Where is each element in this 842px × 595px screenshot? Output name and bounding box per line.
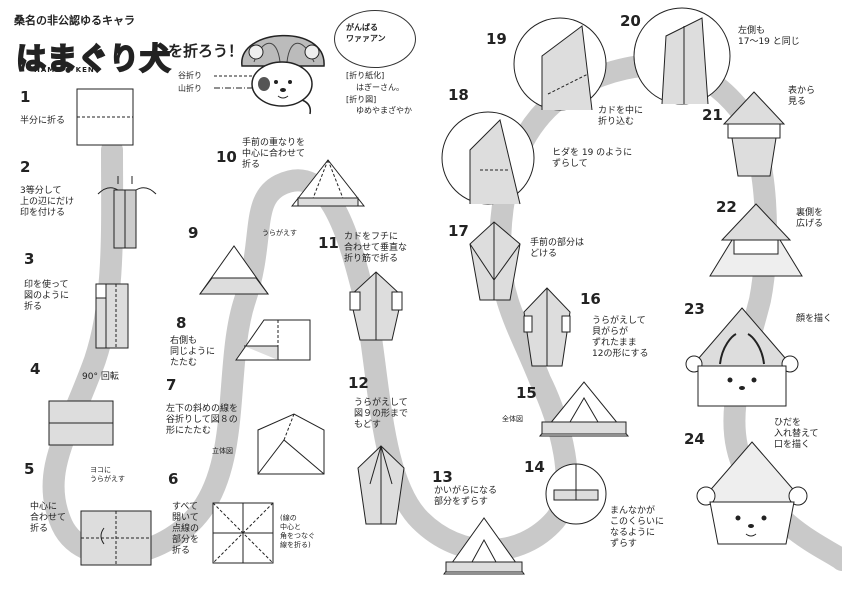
step-7-number: 7 <box>166 376 177 394</box>
header-title: はまぐり犬 <box>15 41 171 78</box>
step-5-number: 5 <box>24 460 35 478</box>
step-11-diagram <box>349 271 403 341</box>
step-23-number: 23 <box>684 300 705 318</box>
step-3-text: 印を使って 図のように 折る <box>24 280 70 312</box>
step-6-number: 6 <box>168 470 179 488</box>
step-2-text: 3等分して 上の辺にだけ 印を付ける <box>20 186 75 218</box>
step-19-number: 19 <box>486 30 507 48</box>
step-8-text: 右側も 同じように たたむ <box>170 336 216 368</box>
step-4-diagram <box>48 400 114 446</box>
step-18-text: ヒダを 19 のように ずらして <box>552 148 633 169</box>
step-10-number: 10 <box>216 148 237 166</box>
step-15-number: 15 <box>516 384 537 402</box>
dog-face-icon <box>709 501 795 545</box>
step-13-diagram <box>443 517 525 575</box>
step-15-note: 全体図 <box>502 415 523 423</box>
step-22-number: 22 <box>716 198 737 216</box>
step-16-text: うらがえして 貝がらが ずれたまま 12の形にする <box>592 316 649 359</box>
step-7-text: 左下の斜めの線を 谷折りして図８の 形にたたむ <box>166 404 239 436</box>
step-5-text: 中心に 合わせて 折る <box>30 502 67 534</box>
shell-hat-icon <box>690 307 794 367</box>
step-16-diagram <box>523 287 571 367</box>
credit-diagram-name: ゆめやまざやか <box>356 106 412 115</box>
step-9-diagram <box>199 245 269 295</box>
step-9-note: うらがえす <box>262 229 297 237</box>
step-7-note: 立体図 <box>212 447 233 455</box>
step-15-diagram <box>538 381 630 437</box>
hamaguri-dog-character <box>241 34 325 115</box>
step-23-text: 顔を描く <box>796 314 833 324</box>
step-6-note: (線の 中心と 角をつなぐ 線を折る) <box>280 514 315 549</box>
step-18-diagram <box>441 111 535 205</box>
step-24-number: 24 <box>684 430 705 448</box>
step-9-number: 9 <box>188 224 199 242</box>
step-3-number: 3 <box>24 250 35 268</box>
step-12-diagram <box>357 445 405 525</box>
fold-line-legend-icon <box>214 75 252 89</box>
step-6-text: すべて 開いて 点線の 部分を 折る <box>172 502 200 556</box>
step-10-diagram <box>290 159 366 207</box>
step-23-face-diagram <box>685 307 799 407</box>
step-19-text: カドを中に 折り込む <box>598 106 644 127</box>
speech-bubble <box>334 10 416 68</box>
credit-paper-name: はぎーさん。 <box>356 83 404 92</box>
step-20-text: 左側も 17〜19 と同じ <box>738 26 800 47</box>
step-1-number: 1 <box>20 88 31 106</box>
step-22-text: 裏側を 広げる <box>796 208 824 229</box>
step-11-text: カドをフチに 合わせて垂直な 折り筋で折る <box>344 232 408 264</box>
dog-face-icon <box>251 61 313 107</box>
step-17-number: 17 <box>448 222 469 240</box>
step-14-diagram <box>545 463 607 525</box>
step-1-diagram <box>76 88 134 146</box>
shell-hat-icon <box>698 441 806 503</box>
step-21-diagram <box>722 91 786 177</box>
step-2-number: 2 <box>20 158 31 176</box>
step-3-diagram <box>95 283 129 349</box>
step-16-number: 16 <box>580 290 601 308</box>
credit-paper-label: [折り紙化] <box>346 71 385 80</box>
brand-label: HAMA ● KEN <box>34 66 95 74</box>
step-20-diagram <box>633 7 731 105</box>
step-17-diagram <box>469 221 521 301</box>
credit-diagram-label: [折り図] <box>346 95 377 104</box>
step-7-diagram <box>257 413 325 475</box>
legend-mountain: 山折り <box>178 84 202 93</box>
step-21-text: 表から 見る <box>788 86 816 107</box>
step-8-number: 8 <box>176 314 187 332</box>
shell-hat-icon <box>241 34 325 67</box>
speech-bubble-text: がんばる ワァァアン <box>346 23 386 43</box>
step-21-number: 21 <box>702 106 723 124</box>
step-12-number: 12 <box>348 374 369 392</box>
step-13-number: 13 <box>432 468 453 486</box>
step-6-diagram <box>212 502 274 564</box>
step-14-number: 14 <box>524 458 545 476</box>
step-14-text: まんなかが このくらいに なるように ずらす <box>610 506 665 549</box>
step-24-text: ひだを 入れ替えて 口を描く <box>774 418 819 450</box>
legend-valley: 谷折り <box>178 71 202 80</box>
step-2-diagram <box>97 176 157 249</box>
step-17-text: 手前の部分は どける <box>530 238 585 259</box>
step-20-number: 20 <box>620 12 641 30</box>
step-19-diagram <box>513 17 607 111</box>
step-12-text: うらがえして 図９の形まで もどす <box>354 398 409 430</box>
step-22-diagram <box>709 203 803 277</box>
step-24-face-diagram <box>696 441 808 545</box>
step-4-number: 4 <box>30 360 41 378</box>
step-8-diagram <box>235 319 311 361</box>
header-title-suffix: を折ろう！ <box>168 42 244 60</box>
step-10-text: 手前の重なりを 中心に合わせて 折る <box>242 138 306 170</box>
step-5-diagram <box>80 510 152 566</box>
header-subtitle: 桑名の非公認ゆるキャラ <box>14 14 135 27</box>
step-18-number: 18 <box>448 86 469 104</box>
step-1-text: 半分に折る <box>20 116 66 126</box>
step-4-text: 90° 回転 <box>82 372 119 382</box>
step-5-note: ヨコに うらがえす <box>90 466 125 483</box>
step-13-text: かいがらになる 部分をずらす <box>434 486 498 507</box>
step-11-number: 11 <box>318 234 339 252</box>
